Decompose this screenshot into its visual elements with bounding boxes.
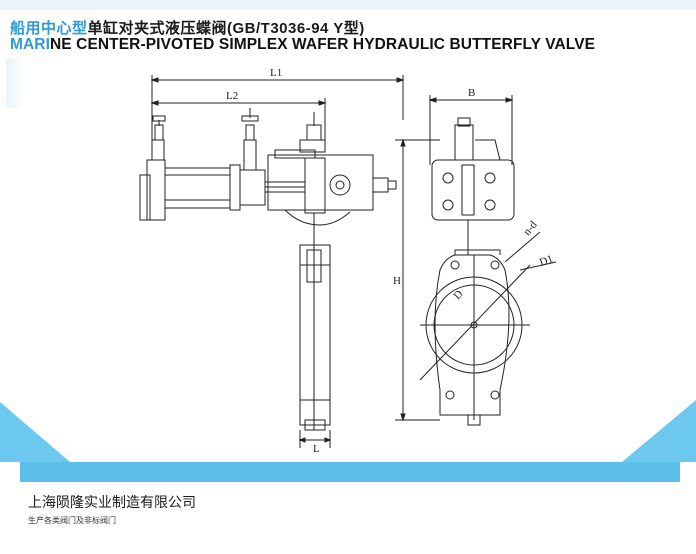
- left-accent-band: [6, 58, 26, 108]
- company-name: 上海陨隆实业制造有限公司: [28, 495, 196, 511]
- label-l1: L1: [270, 67, 282, 79]
- corner-triangle-left: [0, 402, 70, 462]
- company-tagline: 生产各类阀门及非标阀门: [28, 516, 116, 525]
- valve-body-front: [420, 249, 530, 426]
- dimension-l1: [150, 75, 405, 140]
- dimension-d: [419, 231, 557, 381]
- title-english: MARINE CENTER-PIVOTED SIMPLEX WAFER HYDR…: [10, 36, 595, 54]
- title-chinese-rest: 单缸对夹式液压蝶阀(GB/T3036-94 Y型): [87, 20, 365, 37]
- title-english-highlight: MARI: [10, 36, 51, 53]
- dimension-b: [428, 95, 514, 165]
- title-english-rest: NE CENTER-PIVOTED SIMPLEX WAFER HYDRAULI…: [50, 36, 596, 53]
- valve-technical-drawing: L1 L2 L H B n-d D1 D: [139, 67, 557, 455]
- title-chinese: 船用中心型单缸对夹式液压蝶阀(GB/T3036-94 Y型): [10, 17, 365, 38]
- label-h: H: [393, 275, 401, 287]
- dimension-h: [395, 138, 440, 422]
- actuator-front: [431, 117, 515, 255]
- valve-stem-side: [299, 213, 331, 431]
- top-bar: [0, 0, 696, 10]
- label-l: L: [313, 443, 320, 455]
- title-chinese-highlight: 船用中心型: [10, 20, 88, 37]
- corner-triangle-right: [622, 400, 696, 462]
- dimension-l2: [150, 98, 327, 150]
- label-l2: L2: [226, 90, 238, 102]
- cylinder-left-flange: [139, 115, 166, 221]
- label-b: B: [468, 87, 475, 99]
- dimension-l: [298, 430, 332, 448]
- bottom-accent-band: [20, 462, 680, 482]
- label-d1: D1: [538, 253, 555, 269]
- actuator-housing: [267, 112, 397, 226]
- hydraulic-cylinder: [164, 108, 305, 211]
